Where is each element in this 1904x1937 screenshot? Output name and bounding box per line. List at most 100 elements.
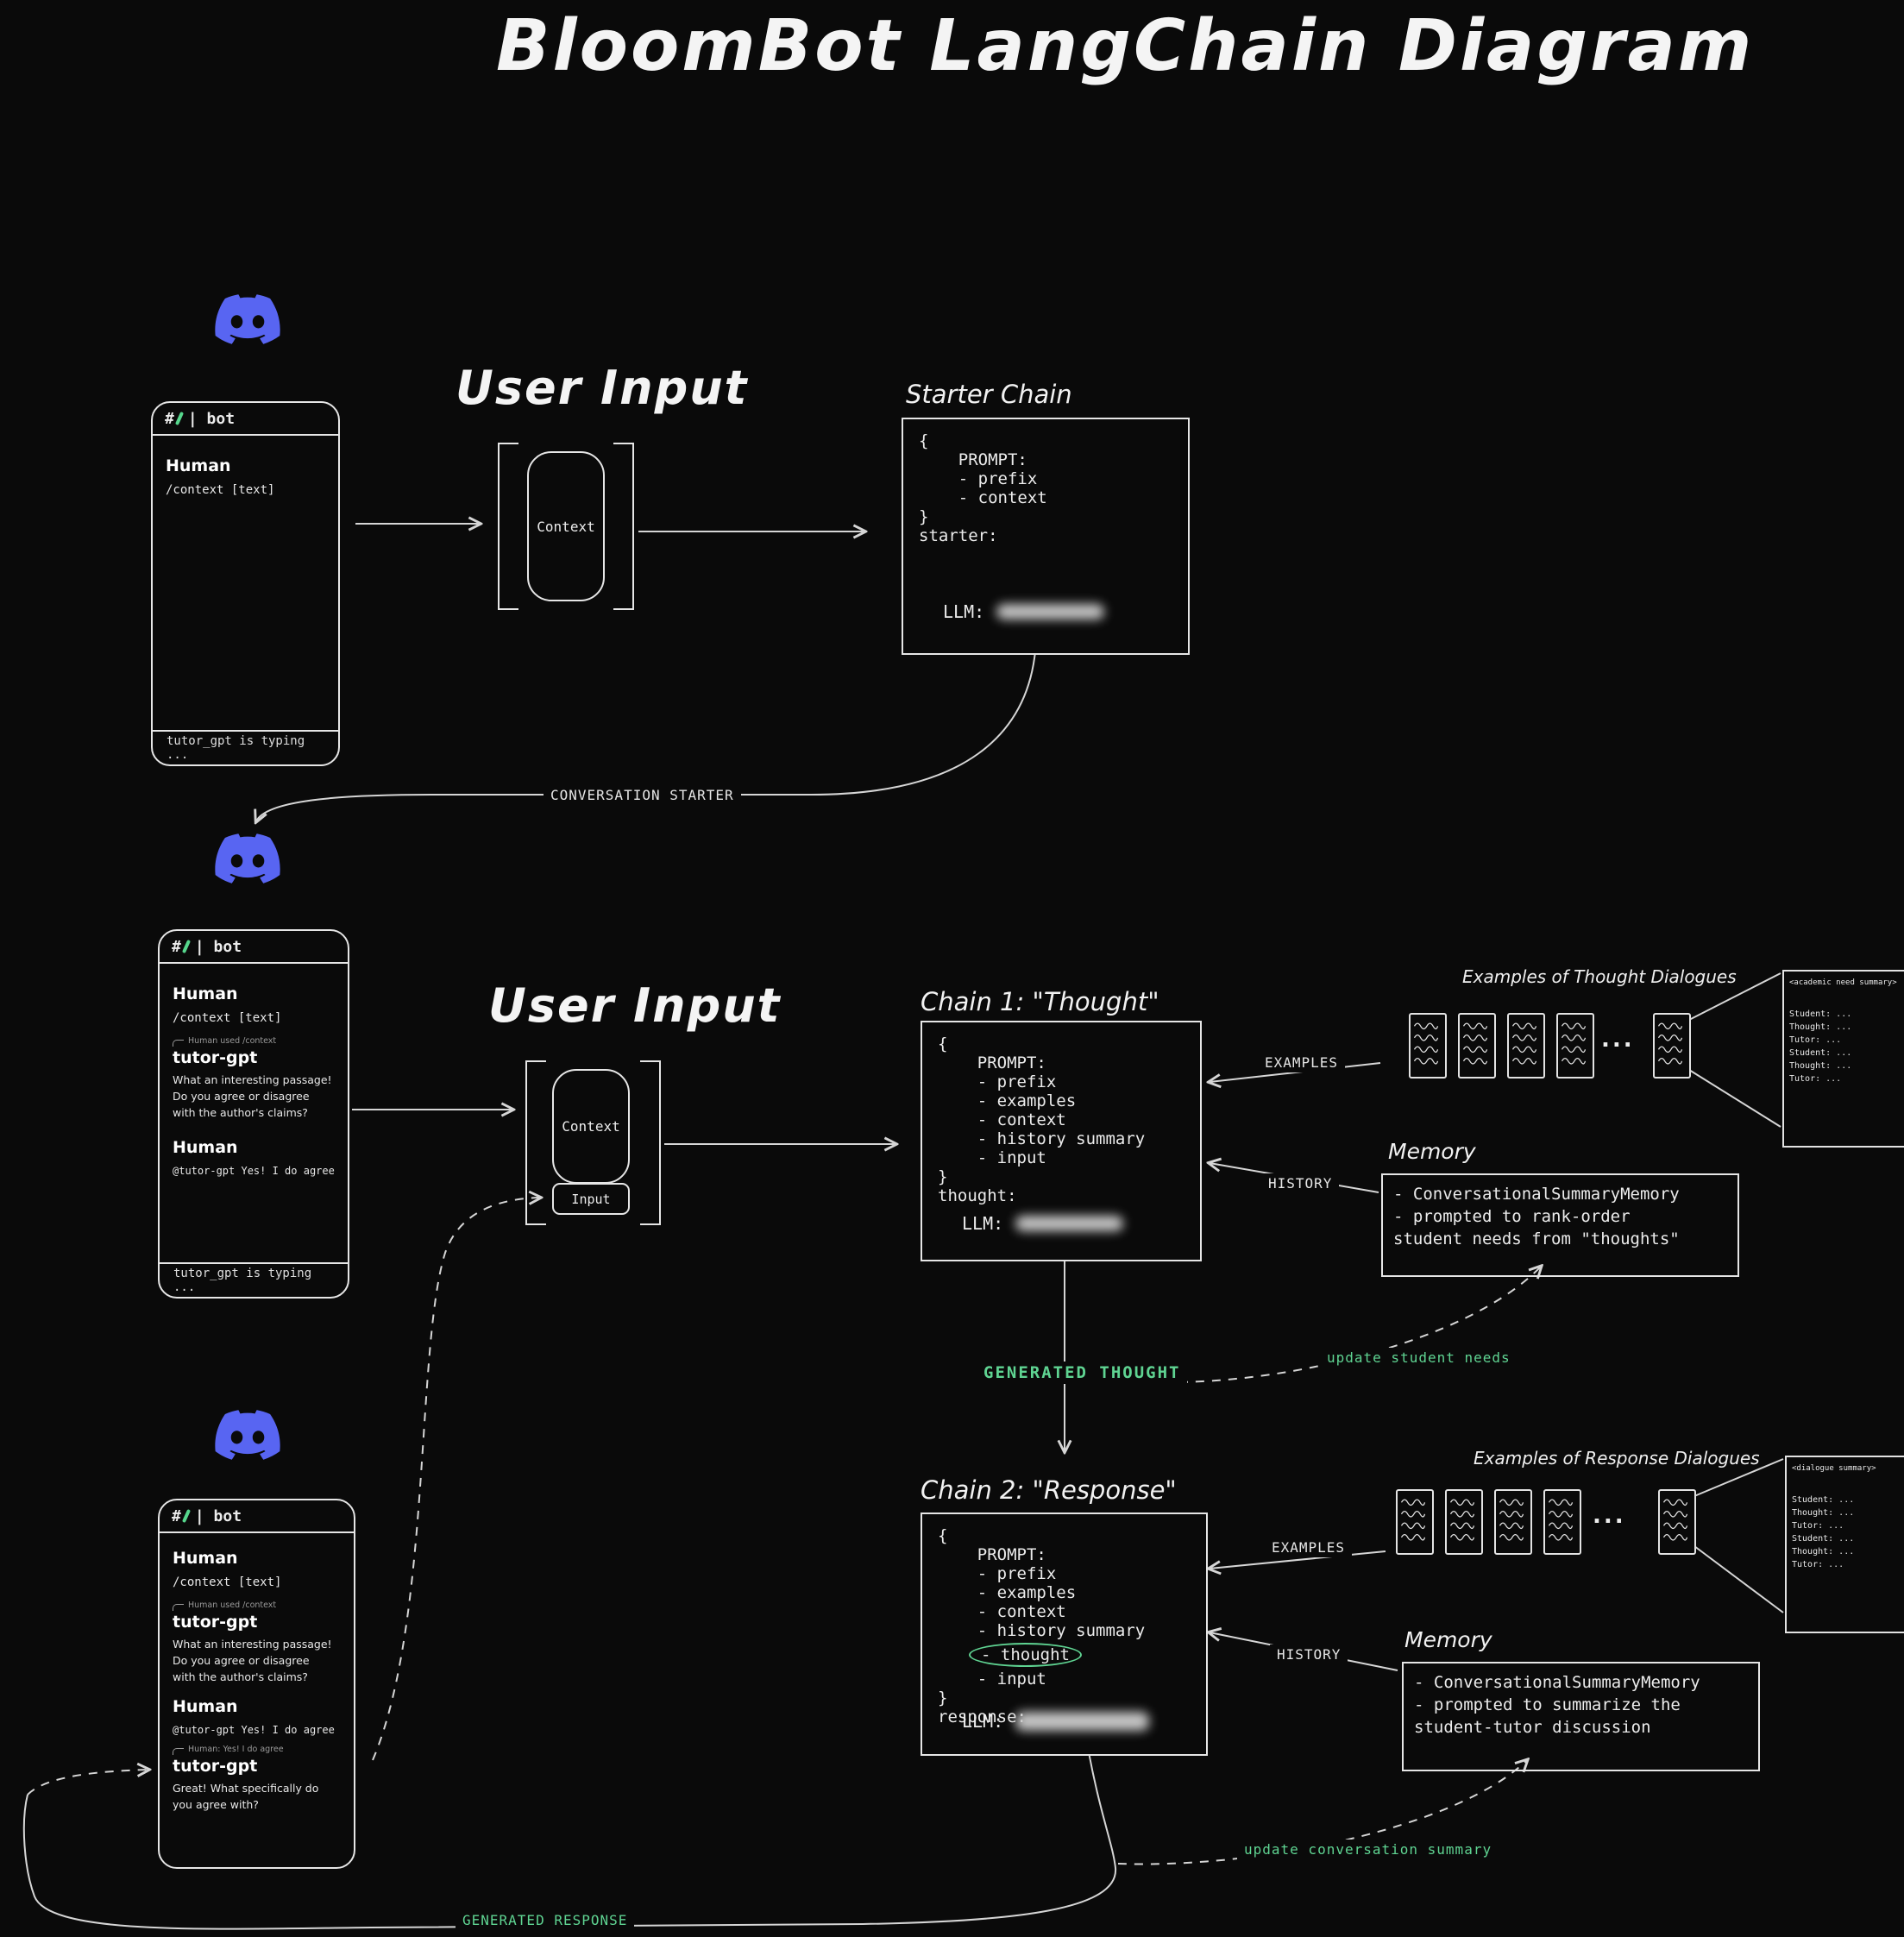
discord-chat-1: # | bot Human /context [text] tutor_gpt … [151,401,340,766]
channel-name: | bot [194,937,242,956]
typing-text: tutor_gpt is typing ... [173,1267,312,1294]
dialogue-doc-icon [1658,1489,1696,1555]
human-reply: @tutor-gpt Yes! I do agree [173,1165,335,1178]
dialogue-doc-icon [1556,1013,1594,1079]
memory-box-1: - ConversationalSummaryMemory - prompted… [1381,1173,1739,1277]
bracket-left-2 [525,1060,546,1225]
reply-hint: Human used /context [173,1601,341,1611]
channel-name: | bot [194,1506,242,1525]
user-input-label-1: User Input [456,361,749,415]
channel-pencil-icon [181,939,191,954]
channel-pencil-icon [174,411,184,426]
dialogue-doc-icon [1653,1013,1691,1079]
memory-title-1: Memory [1388,1139,1476,1164]
history-label-1: HISTORY [1261,1173,1340,1193]
starter-chain-box: { PROMPT: - prefix - context } starter: … [902,418,1190,655]
bracket-right-1 [613,443,634,610]
thought-item-circled: - thought [969,1643,1082,1667]
reply-spine-icon [173,1040,184,1047]
summary-title: <dialogue summary> [1792,1464,1876,1473]
chain1-box: { PROMPT: - prefix - examples - context … [921,1021,1202,1261]
generated-thought-label: GENERATED THOUGHT [977,1362,1188,1384]
zoom-line-thought-bottom [1688,1069,1781,1128]
reply-spine-icon [173,1748,184,1756]
message-author: Human [173,984,238,1003]
channel-header-2: # | bot [160,931,348,964]
chain2-box: { PROMPT: - prefix - examples - context … [921,1512,1208,1756]
user-input-label-2: User Input [488,978,782,1033]
typing-indicator-1: tutor_gpt is typing ... [153,730,338,764]
update-student-needs-label: update student needs [1320,1348,1518,1368]
page-title: BloomBot LangChain Diagram [496,5,1755,87]
llm-label: LLM: [962,1213,1004,1234]
memory-title-2: Memory [1404,1627,1492,1652]
input-box: Input [552,1183,630,1215]
thought-item-row: - thought [969,1643,1206,1667]
channel-pencil-icon [181,1508,191,1524]
ellipsis: ... [1601,1027,1635,1053]
context-command: /context [text] [166,483,275,497]
examples-label-2: EXAMPLES [1265,1538,1353,1557]
dialogue-doc-icon [1543,1489,1581,1555]
llm-model-redacted [1015,1712,1150,1731]
chain2-title: Chain 2: "Response" [921,1475,1177,1505]
chain1-llm-line: LLM: [962,1213,1124,1234]
dialogue-doc-icon [1445,1489,1483,1555]
memory-box-2: - ConversationalSummaryMemory - prompted… [1402,1662,1760,1771]
ellipsis: ... [1593,1503,1626,1529]
bot-author: tutor-gpt [173,1613,258,1632]
chain1-title: Chain 1: "Thought" [921,987,1159,1016]
bot-author: tutor-gpt [173,1757,258,1777]
hash-label: # [165,409,174,428]
dashed-into-phone3 [27,1770,148,1795]
message-author: Human [173,1549,238,1568]
context-label: Context [562,1118,620,1135]
context-command: /context [text] [173,1011,282,1025]
response-dialogues-title: Examples of Response Dialogues [1474,1448,1760,1468]
context-box-2: Context [552,1069,630,1184]
starter-chain-prompt: { PROMPT: - prefix - context } starter: [919,431,1047,545]
message-author: Human [166,456,231,475]
dialogue-doc-icon [1396,1489,1434,1555]
starter-llm-line: LLM: [943,601,1105,622]
discord-icon-1 [215,294,280,344]
bot-message: Great! What specifically do you agree wi… [173,1782,319,1811]
message-author: Human [173,1138,238,1158]
bot-author: tutor-gpt [173,1048,258,1067]
input-label: Input [571,1191,611,1207]
chain2-llm-line: LLM: [962,1711,1150,1732]
hash-label: # [172,1506,181,1525]
zoom-line-response-bottom [1693,1545,1784,1613]
history-label-2: HISTORY [1270,1645,1348,1664]
context-box-1: Context [527,451,605,601]
bracket-left-1 [498,443,518,610]
conversation-starter-label: CONVERSATION STARTER [544,785,741,805]
dialogue-doc-icon [1458,1013,1496,1079]
chain2-prompt-top: { PROMPT: - prefix - examples - context … [938,1526,1146,1640]
dialogue-doc-icon [1494,1489,1532,1555]
chain2-prompt-bottom: - input } response: [938,1670,1046,1726]
typing-text: tutor_gpt is typing ... [167,734,305,762]
bot-message: What an interesting passage! Do you agre… [173,1073,332,1119]
dashed-phone3-to-input [372,1198,540,1761]
academic-need-summary-box: <academic need summary> Student: ... Tho… [1782,970,1904,1148]
context-label: Context [537,518,595,535]
llm-label: LLM: [943,601,985,622]
thought-dialogues-title: Examples of Thought Dialogues [1462,966,1737,987]
reply-hint: Human: Yes! I do agree [173,1745,341,1756]
starter-chain-title: Starter Chain [906,380,1072,409]
dialogue-summary-box: <dialogue summary> Student: ... Thought:… [1785,1456,1904,1633]
llm-label: LLM: [962,1711,1004,1732]
discord-chat-3: # | bot Human /context [text] Human used… [158,1499,355,1869]
dialogue-doc-icon [1409,1013,1447,1079]
bracket-right-2 [640,1060,661,1225]
generated-response-label: GENERATED RESPONSE [456,1910,635,1930]
human-reply: @tutor-gpt Yes! I do agree [173,1724,335,1737]
llm-model-redacted [996,604,1105,619]
message-author: Human [173,1697,238,1717]
chain1-prompt: { PROMPT: - prefix - examples - context … [938,1035,1146,1205]
bot-message: What an interesting passage! Do you agre… [173,1638,332,1683]
discord-chat-2: # | bot Human /context [text] Human used… [158,929,349,1299]
summary-title: <academic need summary> [1789,978,1897,987]
